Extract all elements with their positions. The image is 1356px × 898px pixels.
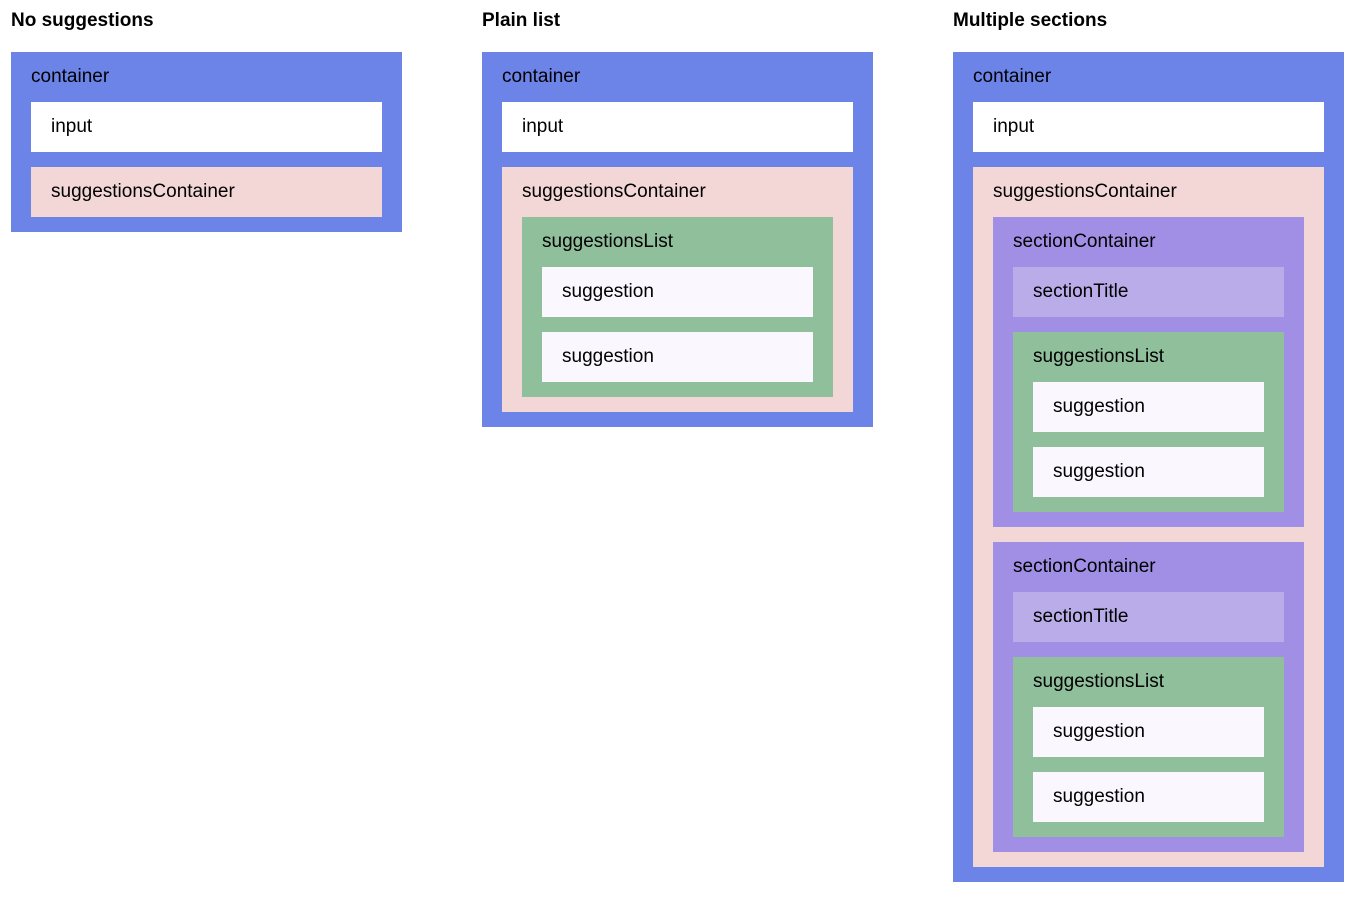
example-no-suggestions: No suggestions container input suggestio… (11, 10, 402, 232)
suggestion-box: suggestion (542, 267, 813, 317)
section-container-box: sectionContainer sectionTitle suggestion… (993, 217, 1304, 527)
suggestion-box: suggestion (1033, 707, 1264, 757)
suggestion-box: suggestion (542, 332, 813, 382)
suggestions-list-label: suggestionsList (542, 231, 673, 252)
suggestions-container-label: suggestionsContainer (522, 181, 706, 202)
example-heading: No suggestions (11, 10, 154, 31)
suggestion-label: suggestion (1053, 461, 1145, 482)
section-title-label: sectionTitle (1033, 281, 1129, 302)
suggestions-list-box: suggestionsList suggestion suggestion (1013, 332, 1284, 512)
suggestion-box: suggestion (1033, 382, 1264, 432)
suggestion-label: suggestion (1053, 396, 1145, 417)
suggestion-label: suggestion (562, 281, 654, 302)
suggestions-list-label: suggestionsList (1033, 671, 1164, 692)
suggestions-list-box: suggestionsList suggestion suggestion (522, 217, 833, 397)
input-label: input (993, 116, 1035, 137)
container-box: container input suggestionsContainer sec… (953, 52, 1344, 882)
container-label: container (502, 66, 581, 87)
suggestions-list-label: suggestionsList (1033, 346, 1164, 367)
container-box: container input suggestionsContainer sug… (482, 52, 873, 427)
section-container-box: sectionContainer sectionTitle suggestion… (993, 542, 1304, 852)
suggestions-container-box: suggestionsContainer sectionContainer se… (973, 167, 1324, 867)
section-title-label: sectionTitle (1033, 606, 1129, 627)
suggestion-box: suggestion (1033, 447, 1264, 497)
suggestions-list-box: suggestionsList suggestion suggestion (1013, 657, 1284, 837)
suggestion-label: suggestion (1053, 786, 1145, 807)
suggestion-label: suggestion (1053, 721, 1145, 742)
section-container-label: sectionContainer (1013, 231, 1156, 252)
example-heading: Multiple sections (953, 10, 1108, 31)
suggestion-box: suggestion (1033, 772, 1264, 822)
suggestions-container-box: suggestionsContainer (31, 167, 382, 217)
input-label: input (522, 116, 564, 137)
example-heading: Plain list (482, 10, 561, 31)
input-box: input (502, 102, 853, 152)
suggestions-container-label: suggestionsContainer (993, 181, 1177, 202)
example-plain-list: Plain list container input suggestionsCo… (482, 10, 873, 427)
container-label: container (31, 66, 110, 87)
section-container-label: sectionContainer (1013, 556, 1156, 577)
section-title-box: sectionTitle (1013, 592, 1284, 642)
section-title-box: sectionTitle (1013, 267, 1284, 317)
container-box: container input suggestionsContainer (11, 52, 402, 232)
theme-examples: No suggestions container input suggestio… (11, 10, 1356, 882)
input-box: input (973, 102, 1324, 152)
suggestions-container-label: suggestionsContainer (51, 181, 235, 202)
suggestion-label: suggestion (562, 346, 654, 367)
container-label: container (973, 66, 1052, 87)
input-box: input (31, 102, 382, 152)
input-label: input (51, 116, 93, 137)
suggestions-container-box: suggestionsContainer suggestionsList sug… (502, 167, 853, 412)
example-multiple-sections: Multiple sections container input sugges… (953, 10, 1344, 882)
